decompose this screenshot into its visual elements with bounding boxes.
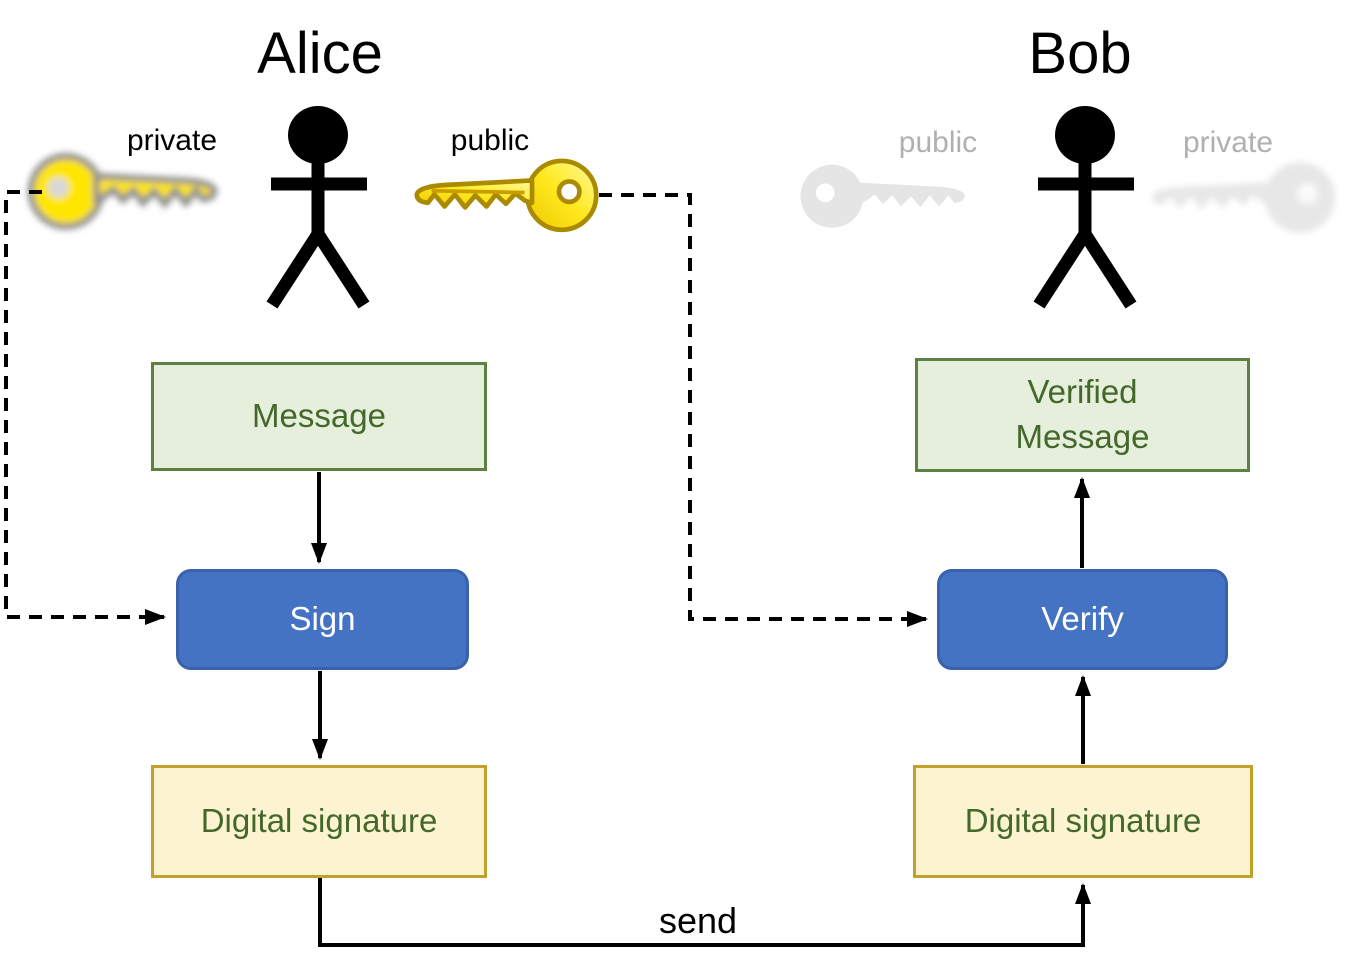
digital-signature-box-bob: Digital signature	[913, 765, 1253, 878]
private-key-to-sign-dashed-arrow	[4, 190, 166, 625]
digital-signature-box-alice: Digital signature	[151, 765, 487, 878]
send-label: send	[658, 900, 738, 941]
send-arrow	[318, 878, 1091, 947]
verified-message-box: Verified Message	[915, 358, 1250, 472]
bob-public-key-icon	[800, 164, 965, 228]
alice-stick-figure	[271, 106, 367, 305]
sign-box: Sign	[176, 569, 469, 670]
verify-box: Verify	[937, 569, 1228, 670]
bob-title: Bob	[1028, 21, 1132, 86]
bob-public-key-label: public	[898, 126, 978, 159]
alice-private-key-icon	[31, 156, 214, 226]
message-box: Message	[151, 362, 487, 471]
alice-public-key-icon	[417, 161, 596, 230]
alice-title: Alice	[257, 21, 383, 86]
alice-private-key-label: private	[126, 124, 218, 157]
alice-public-key-label: public	[450, 124, 530, 157]
bob-private-key-icon	[1151, 162, 1336, 233]
public-key-to-verify-dashed-arrow	[599, 193, 928, 627]
bob-private-key-label: private	[1182, 126, 1274, 159]
